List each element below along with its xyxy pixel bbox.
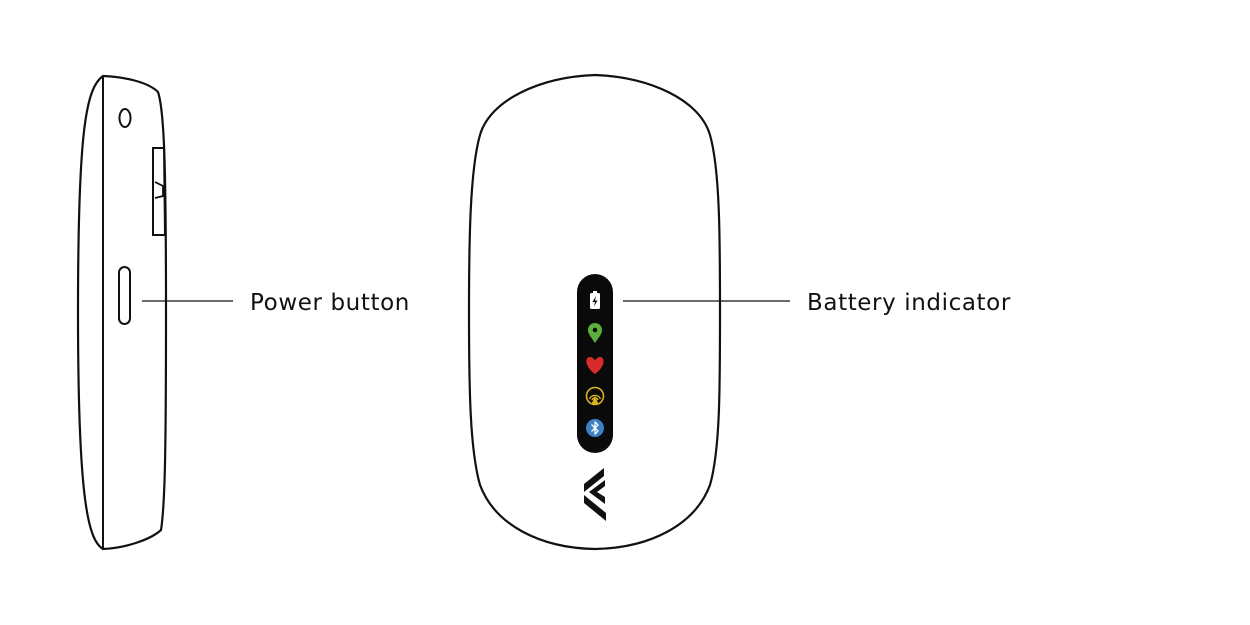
power-button-label: Power button bbox=[250, 290, 410, 316]
heart-icon bbox=[586, 357, 604, 374]
port-cover bbox=[152, 147, 167, 236]
signal-icon bbox=[585, 386, 605, 406]
battery-icon bbox=[590, 291, 600, 309]
brand-logo bbox=[584, 468, 606, 521]
port-tab bbox=[154, 181, 164, 199]
power-button[interactable] bbox=[118, 266, 131, 325]
lanyard-hole bbox=[118, 108, 132, 128]
device-front-view: Battery indicator bbox=[467, 73, 1011, 551]
battery-indicator-label: Battery indicator bbox=[807, 290, 1011, 316]
bluetooth-icon bbox=[586, 419, 604, 437]
location-pin-icon bbox=[588, 323, 602, 343]
device-side-view: Power button bbox=[76, 74, 410, 551]
